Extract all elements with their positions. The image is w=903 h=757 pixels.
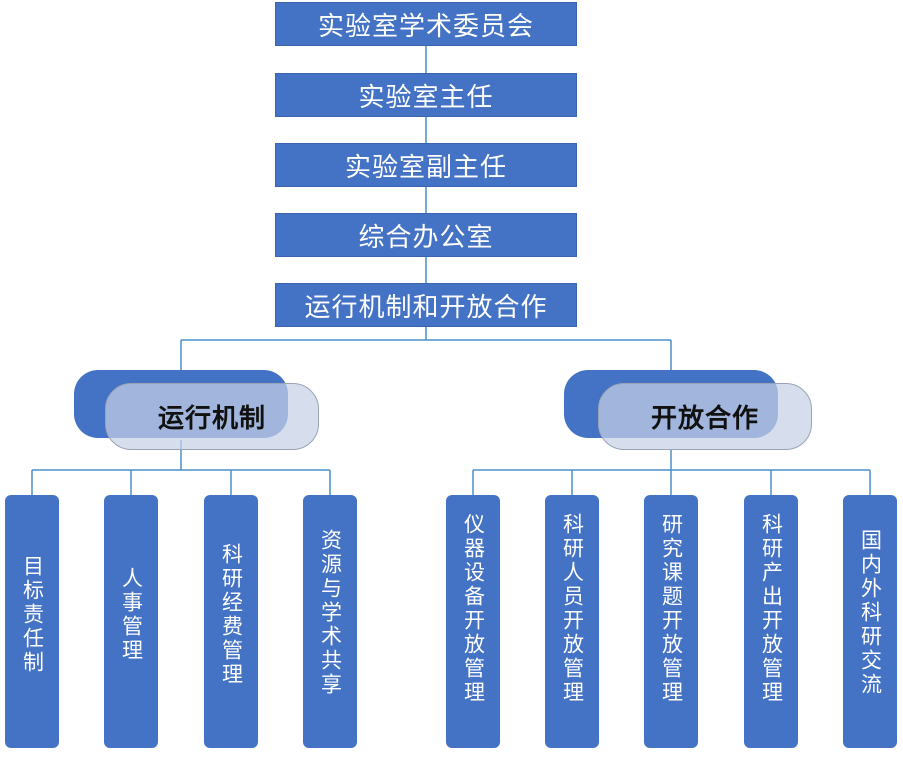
leaf-research-topic-open-management: 研究课题开放管理 <box>644 495 698 748</box>
deputy-director-box: 实验室副主任 <box>275 143 577 187</box>
open-cooperation-label: 开放合作 <box>598 383 812 450</box>
leaf-researcher-open-management: 科研人员开放管理 <box>545 495 599 748</box>
operation-mechanism-label: 运行机制 <box>105 383 319 450</box>
leaf-resource-academic-sharing: 资源与学术共享 <box>303 495 357 748</box>
leaf-domestic-international-exchange: 国内外科研交流 <box>843 495 897 748</box>
leaf-research-funding-management: 科研经费管理 <box>204 495 258 748</box>
academic-committee-box: 实验室学术委员会 <box>275 2 577 46</box>
operation-cooperation-box: 运行机制和开放合作 <box>275 283 577 327</box>
leaf-target-responsibility: 目标责任制 <box>5 495 59 748</box>
leaf-equipment-open-management: 仪器设备开放管理 <box>446 495 500 748</box>
leaf-personnel-management: 人事管理 <box>104 495 158 748</box>
general-office-box: 综合办公室 <box>275 213 577 257</box>
leaf-research-output-open-management: 科研产出开放管理 <box>744 495 798 748</box>
lab-director-box: 实验室主任 <box>275 73 577 117</box>
